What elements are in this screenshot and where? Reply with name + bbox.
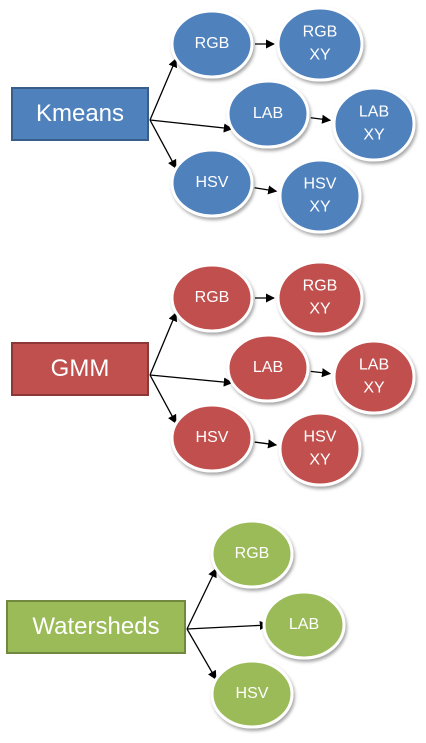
kmeans-hsv-node [170, 148, 254, 218]
gmm-hsvxy-label-line: XY [309, 452, 331, 469]
edge-kmeans-to-kmeans-rgb [149, 58, 177, 121]
watersheds-box-label: Watersheds [32, 613, 159, 640]
gmm-rgbxy-label: RGB XY [303, 278, 338, 318]
gmm-labxy-label-line: XY [363, 380, 385, 397]
kmeans-hsvxy-label: HSV XY [304, 176, 337, 216]
edge-watersheds-to-watersheds-hsv [186, 628, 217, 680]
edge-kmeans-hsv-to-kmeans-hsvxy [254, 185, 278, 195]
watersheds-lab-node [262, 590, 346, 660]
gmm-hsv-node [170, 403, 254, 473]
kmeans-box-label-line: Kmeans [36, 100, 124, 127]
gmm-box-label-line: GMM [51, 355, 110, 382]
gmm-labxy-label-line: LAB [359, 357, 389, 374]
kmeans-box [11, 87, 149, 141]
kmeans-box-label: Kmeans [36, 100, 124, 127]
gmm-hsvxy-node [278, 411, 362, 487]
kmeans-rgb-label-line: RGB [195, 35, 230, 52]
kmeans-labxy-label-line: XY [363, 127, 385, 144]
edge-gmm-lab-to-gmm-labxy [310, 368, 332, 378]
kmeans-rgb-node [170, 9, 254, 79]
edge-kmeans-lab-to-kmeans-labxy [310, 114, 332, 124]
gmm-lab-node [226, 333, 310, 403]
kmeans-hsv-label: HSV [196, 174, 229, 191]
gmm-lab-label: LAB [253, 359, 283, 376]
kmeans-hsv-label-line: HSV [196, 174, 229, 191]
watersheds-rgb-label-line: RGB [235, 545, 270, 562]
gmm-rgb-node [170, 263, 254, 333]
gmm-labxy-node [332, 339, 416, 415]
gmm-hsv-label: HSV [196, 429, 229, 446]
watersheds-rgb-label: RGB [235, 545, 270, 562]
gmm-rgbxy-node [276, 260, 364, 336]
watersheds-lab-label: LAB [289, 616, 319, 633]
kmeans-rgbxy-label-line: XY [309, 47, 331, 64]
kmeans-rgbxy-label-line: RGB [303, 24, 338, 41]
edge-gmm-to-gmm-rgb [149, 312, 178, 376]
gmm-hsvxy-label-line: HSV [304, 429, 337, 446]
gmm-rgb-label-line: RGB [195, 289, 230, 306]
edge-kmeans-to-kmeans-lab [149, 119, 233, 133]
kmeans-hsvxy-label-line: XY [309, 199, 331, 216]
watersheds-lab-label-line: LAB [289, 616, 319, 633]
kmeans-rgbxy-label: RGB XY [303, 24, 338, 64]
kmeans-lab-node [226, 79, 310, 149]
gmm-rgb-label: RGB [195, 289, 230, 306]
kmeans-rgbxy-node [276, 6, 364, 82]
kmeans-hsvxy-label-line: HSV [304, 176, 337, 193]
edge-kmeans-to-kmeans-hsv [149, 119, 177, 169]
kmeans-rgb-label: RGB [195, 35, 230, 52]
gmm-box [11, 342, 149, 396]
watersheds-hsv-label-line: HSV [236, 685, 269, 702]
watersheds-box [6, 600, 186, 654]
gmm-labxy-label: LAB XY [359, 357, 389, 397]
gmm-hsvxy-label: HSV XY [304, 429, 337, 469]
gmm-hsv-label-line: HSV [196, 429, 229, 446]
kmeans-lab-label-line: LAB [253, 105, 283, 122]
gmm-lab-label-line: LAB [253, 359, 283, 376]
gmm-box-label: GMM [51, 355, 110, 382]
edge-watersheds-to-watersheds-lab [186, 620, 269, 630]
kmeans-labxy-node [332, 86, 416, 162]
edges-layer [149, 39, 332, 680]
gmm-rgbxy-label-line: XY [309, 301, 331, 318]
gmm-rgbxy-label-line: RGB [303, 278, 338, 295]
watersheds-hsv-node [210, 659, 294, 729]
kmeans-hsvxy-node [278, 158, 362, 234]
edge-gmm-hsv-to-gmm-hsvxy [254, 439, 278, 449]
kmeans-labxy-label: LAB XY [359, 104, 389, 144]
edge-gmm-to-gmm-lab [149, 374, 233, 387]
edge-gmm-to-gmm-hsv [149, 374, 177, 424]
edge-watersheds-to-watersheds-rgb [186, 568, 217, 630]
watersheds-rgb-node [210, 519, 294, 589]
watersheds-box-label-line: Watersheds [32, 613, 159, 640]
kmeans-lab-label: LAB [253, 105, 283, 122]
kmeans-labxy-label-line: LAB [359, 104, 389, 121]
gmm-group: GMM RGB RGB XY LAB LAB XY HSV HSV XY [11, 260, 416, 487]
watersheds-hsv-label: HSV [236, 685, 269, 702]
watersheds-group: Watersheds RGB LAB HSV [6, 519, 346, 729]
kmeans-group: Kmeans RGB RGB XY LAB LAB XY HSV HSV XY [11, 6, 416, 234]
